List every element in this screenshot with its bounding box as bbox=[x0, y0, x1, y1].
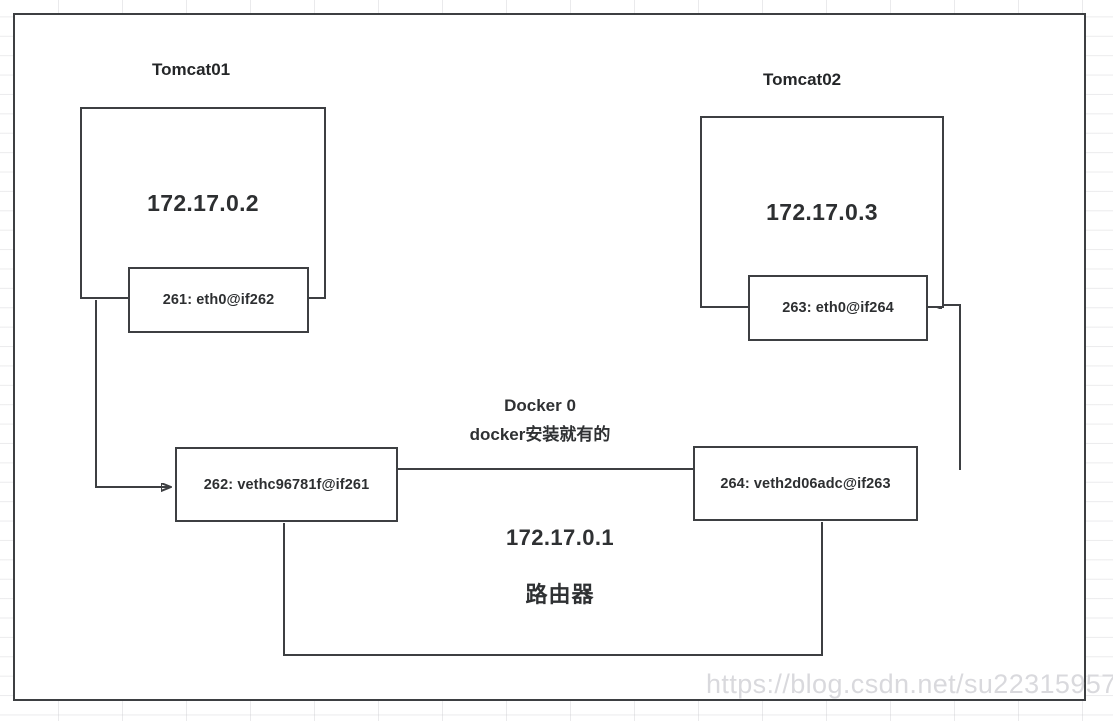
tomcat01-ip: 172.17.0.2 bbox=[147, 189, 259, 216]
docker0-ip: 172.17.0.1 bbox=[506, 525, 614, 550]
veth-left-label: 262: vethc96781f@if261 bbox=[203, 476, 370, 493]
docker0-title: Docker 0 bbox=[504, 396, 576, 415]
tomcat02-ip: 172.17.0.3 bbox=[766, 198, 878, 225]
docker0-subtitle: docker安装就有的 bbox=[469, 425, 611, 444]
veth-left-interface: 262: vethc96781f@if261 bbox=[175, 447, 398, 522]
tomcat01-eth0-label: 261: eth0@if262 bbox=[162, 292, 275, 308]
tomcat01-title: Tomcat01 bbox=[152, 60, 231, 79]
tomcat02-title: Tomcat02 bbox=[763, 70, 842, 89]
watermark: https://blog.csdn.net/su2231595742 bbox=[706, 669, 1113, 699]
veth-right-interface: 264: veth2d06adc@if263 bbox=[693, 446, 918, 521]
tomcat02-eth0-interface: 263: eth0@if264 bbox=[748, 275, 928, 341]
tomcat02-eth0-label: 263: eth0@if264 bbox=[782, 300, 894, 316]
veth-right-label: 264: veth2d06adc@if263 bbox=[720, 475, 891, 492]
tomcat01-eth0-interface: 261: eth0@if262 bbox=[128, 267, 309, 333]
docker0-role: 路由器 bbox=[525, 582, 595, 607]
